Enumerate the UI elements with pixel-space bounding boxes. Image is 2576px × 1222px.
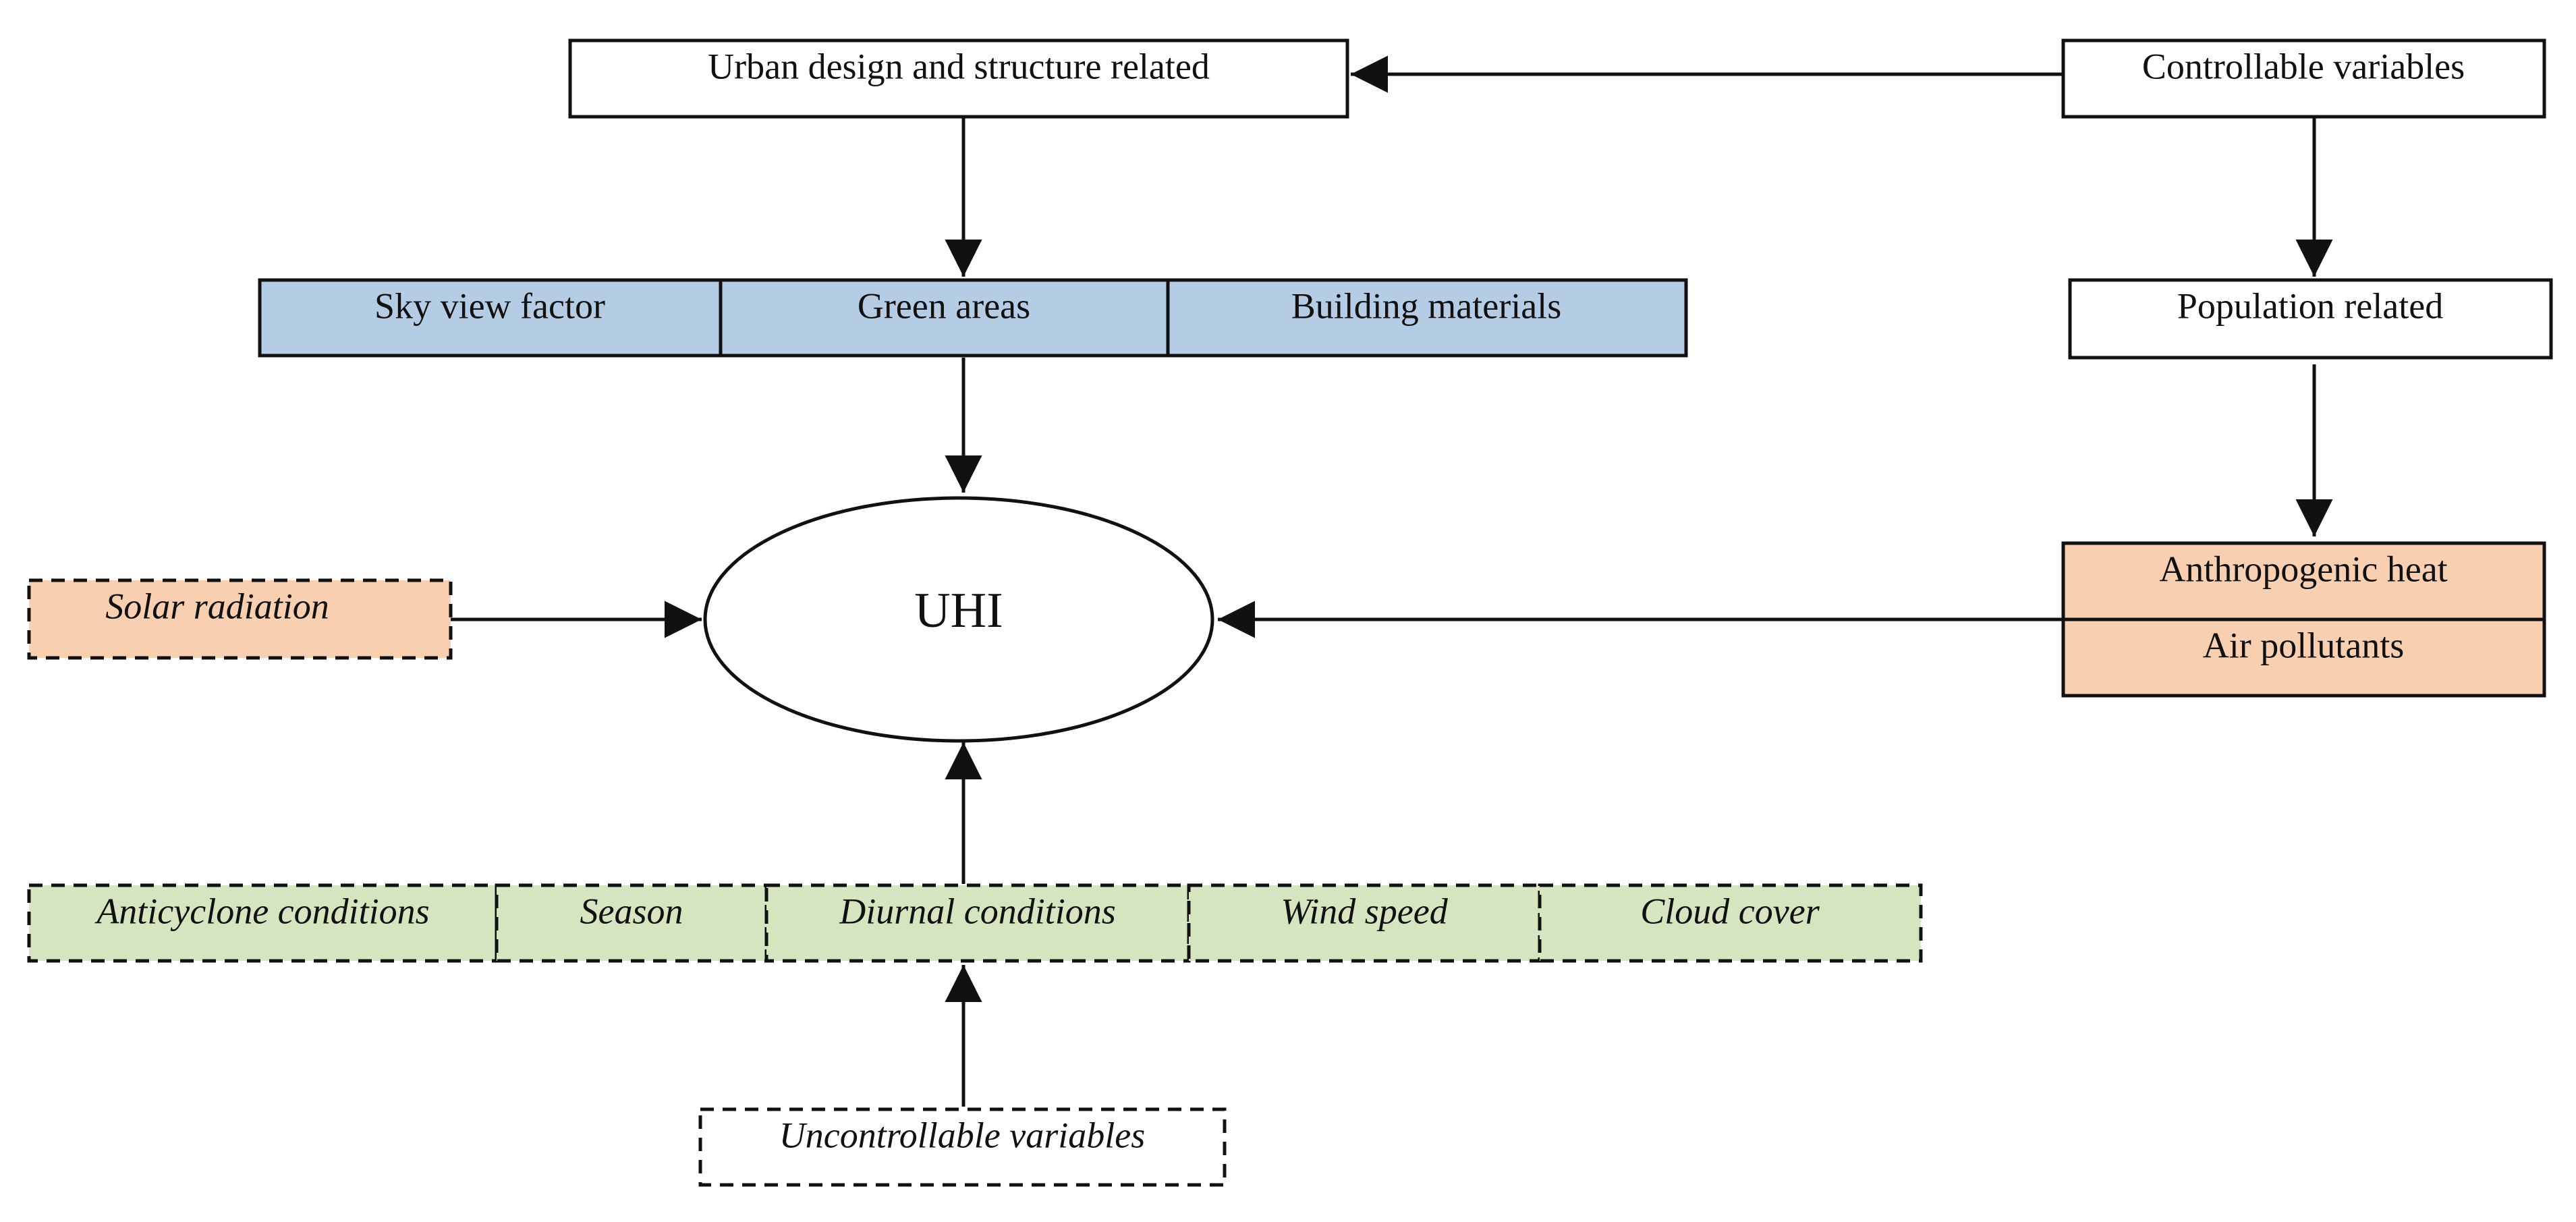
- building-materials-box: [1166, 278, 1688, 358]
- anticyclone-box: [27, 883, 499, 963]
- cloud-cover-box: [1538, 883, 1923, 963]
- controllable-variables-label: Controllable variables: [2142, 46, 2465, 86]
- wind-speed-box: [1187, 883, 1542, 963]
- arrows: [451, 55, 2333, 1107]
- population-related-label: Population related: [2177, 285, 2443, 326]
- uhi-label: UHI: [914, 583, 1003, 638]
- green-areas-box: [719, 278, 1170, 358]
- solar-radiation-box: [27, 578, 453, 660]
- building-materials-label: Building materials: [1291, 285, 1561, 326]
- population-related-box: [2068, 278, 2553, 360]
- wind-speed-label: Wind speed: [1281, 891, 1448, 931]
- anticyclone-label: Anticyclone conditions: [94, 891, 429, 931]
- uhi-node: UHI: [703, 496, 1214, 743]
- cloud-cover-label: Cloud cover: [1640, 891, 1820, 931]
- diurnal-box: [764, 883, 1191, 963]
- sky-view-factor-label: Sky view factor: [374, 285, 605, 326]
- urban-factors-row: Sky view factor Green areas Building mat…: [258, 278, 1688, 358]
- population-related-node: Population related: [2068, 278, 2553, 360]
- solar-radiation-label: Solar radiation: [105, 586, 329, 626]
- uncontrollable-variables-box: [698, 1107, 1227, 1187]
- season-box: [495, 883, 768, 963]
- anthropogenic-heat-label: Anthropogenic heat: [2159, 549, 2447, 589]
- uncontrollable-variables-node: Uncontrollable variables: [698, 1107, 1227, 1187]
- uhi-ellipse: [703, 496, 1214, 743]
- urban-design-label: Urban design and structure related: [708, 46, 1210, 86]
- air-pollutants-box: [2061, 617, 2546, 698]
- controllable-variables-box: [2061, 38, 2546, 119]
- sky-view-factor-box: [258, 278, 723, 358]
- conditions-row: Anticyclone conditions Season Diurnal co…: [27, 883, 1923, 963]
- season-label: Season: [580, 891, 683, 931]
- urban-design-node: Urban design and structure related: [568, 38, 1349, 119]
- diurnal-label: Diurnal conditions: [839, 891, 1116, 931]
- air-pollutants-label: Air pollutants: [2203, 625, 2404, 665]
- uncontrollable-variables-label: Uncontrollable variables: [779, 1115, 1145, 1155]
- controllable-variables-node: Controllable variables: [2061, 38, 2546, 119]
- anthropogenic-node: Anthropogenic heat Air pollutants: [2061, 541, 2546, 698]
- urban-design-box: [568, 38, 1349, 119]
- solar-radiation-node: Solar radiation: [27, 578, 453, 660]
- green-areas-label: Green areas: [858, 285, 1030, 326]
